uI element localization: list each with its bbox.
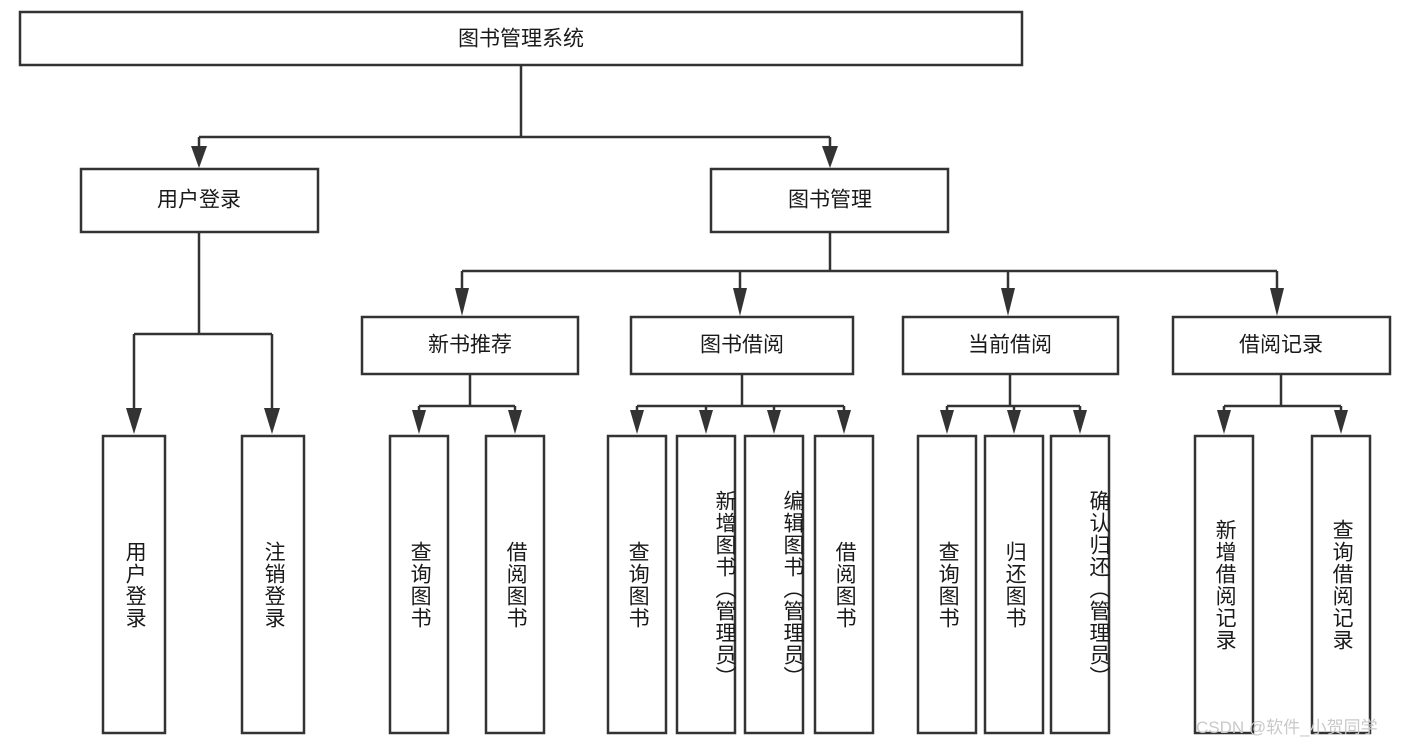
arrowhead-current-borrow — [1001, 288, 1015, 316]
arrowhead-leaf-cur-confirm-return — [1073, 410, 1087, 434]
node-current-borrow[interactable]: 当前借阅 — [901, 315, 1120, 376]
node-user-login-box[interactable] — [79, 167, 320, 234]
leaf-box-rec-query-book[interactable] — [388, 434, 450, 735]
arrowhead-user-login — [191, 146, 207, 168]
node-book-borrow-box[interactable] — [629, 315, 855, 376]
node-root-box[interactable] — [18, 10, 1024, 67]
node-user-login-label: 用户登录 — [157, 189, 241, 212]
arrowhead-leaf-borrow-add-book — [699, 410, 713, 434]
arrowhead-new-book-rec — [455, 288, 469, 316]
node-borrow-record-label: 借阅记录 — [1239, 334, 1323, 357]
arrowhead-leaf-rec-add-record — [1217, 410, 1231, 434]
arrowhead-borrow-record — [1270, 288, 1284, 316]
leaf-box-cur-return-book[interactable] — [983, 434, 1045, 735]
connector-group-root — [191, 65, 838, 168]
leaf-box-user-logout[interactable] — [240, 434, 306, 735]
node-new-book-rec-box[interactable] — [360, 315, 580, 376]
leaf-box-borrow-edit-book[interactable] — [743, 434, 805, 735]
leaf-box-borrow-borrow-book[interactable] — [813, 434, 875, 735]
node-root-label: 图书管理系统 — [458, 28, 584, 51]
leaf-box-borrow-add-book[interactable] — [675, 434, 737, 735]
leaf-box-rec-query-record[interactable] — [1310, 434, 1372, 735]
leaf-box-rec-add-record[interactable] — [1193, 434, 1255, 735]
connector-group-borrow-record — [1217, 374, 1348, 434]
leaf-box-rec-borrow-book[interactable] — [484, 434, 546, 735]
arrowhead-leaf-borrow-borrow-book — [837, 410, 851, 434]
csdn-watermark: CSDN @软件_小贺同学 — [1196, 718, 1378, 737]
node-book-manage[interactable]: 图书管理 — [709, 167, 950, 234]
node-new-book-rec-label: 新书推荐 — [428, 334, 512, 357]
node-user-login[interactable]: 用户登录 — [79, 167, 320, 234]
node-borrow-record[interactable]: 借阅记录 — [1171, 315, 1392, 376]
arrowhead-leaf-rec-query-book — [412, 410, 426, 434]
arrowhead-leaf-cur-query-book — [940, 410, 954, 434]
arrowhead-leaf-rec-borrow-book — [508, 410, 522, 434]
arrowhead-book-manage — [822, 146, 838, 168]
leaf-box-cur-confirm-return[interactable] — [1049, 434, 1111, 735]
connector-group-book-manage — [455, 232, 1284, 316]
arrowhead-leaf-user-login — [126, 408, 142, 434]
arrowhead-leaf-cur-return-book — [1007, 410, 1021, 434]
arrowhead-leaf-user-logout — [264, 408, 280, 434]
leaf-box-user-login[interactable] — [101, 434, 167, 735]
arrowhead-book-borrow — [733, 288, 747, 316]
arrowhead-leaf-borrow-query-book — [630, 410, 644, 434]
leaf-box-borrow-query-book[interactable] — [606, 434, 668, 735]
arrowhead-leaf-borrow-edit-book — [767, 410, 781, 434]
node-new-book-rec[interactable]: 新书推荐 — [360, 315, 580, 376]
connector-group-user-login — [126, 232, 280, 434]
node-book-manage-box[interactable] — [709, 167, 950, 234]
connector-group-current-borrow — [940, 374, 1087, 434]
node-borrow-record-box[interactable] — [1171, 315, 1392, 376]
node-book-borrow-label: 图书借阅 — [700, 334, 784, 357]
node-book-manage-label: 图书管理 — [788, 189, 872, 212]
connector-group-book-borrow — [630, 374, 851, 434]
arrowhead-leaf-rec-query-record — [1334, 410, 1348, 434]
connector-group-new-book-rec — [412, 374, 522, 434]
leaf-box-cur-query-book[interactable] — [916, 434, 978, 735]
node-current-borrow-label: 当前借阅 — [968, 334, 1052, 357]
node-book-borrow[interactable]: 图书借阅 — [629, 315, 855, 376]
node-root[interactable]: 图书管理系统 — [18, 10, 1024, 67]
node-current-borrow-box[interactable] — [901, 315, 1120, 376]
